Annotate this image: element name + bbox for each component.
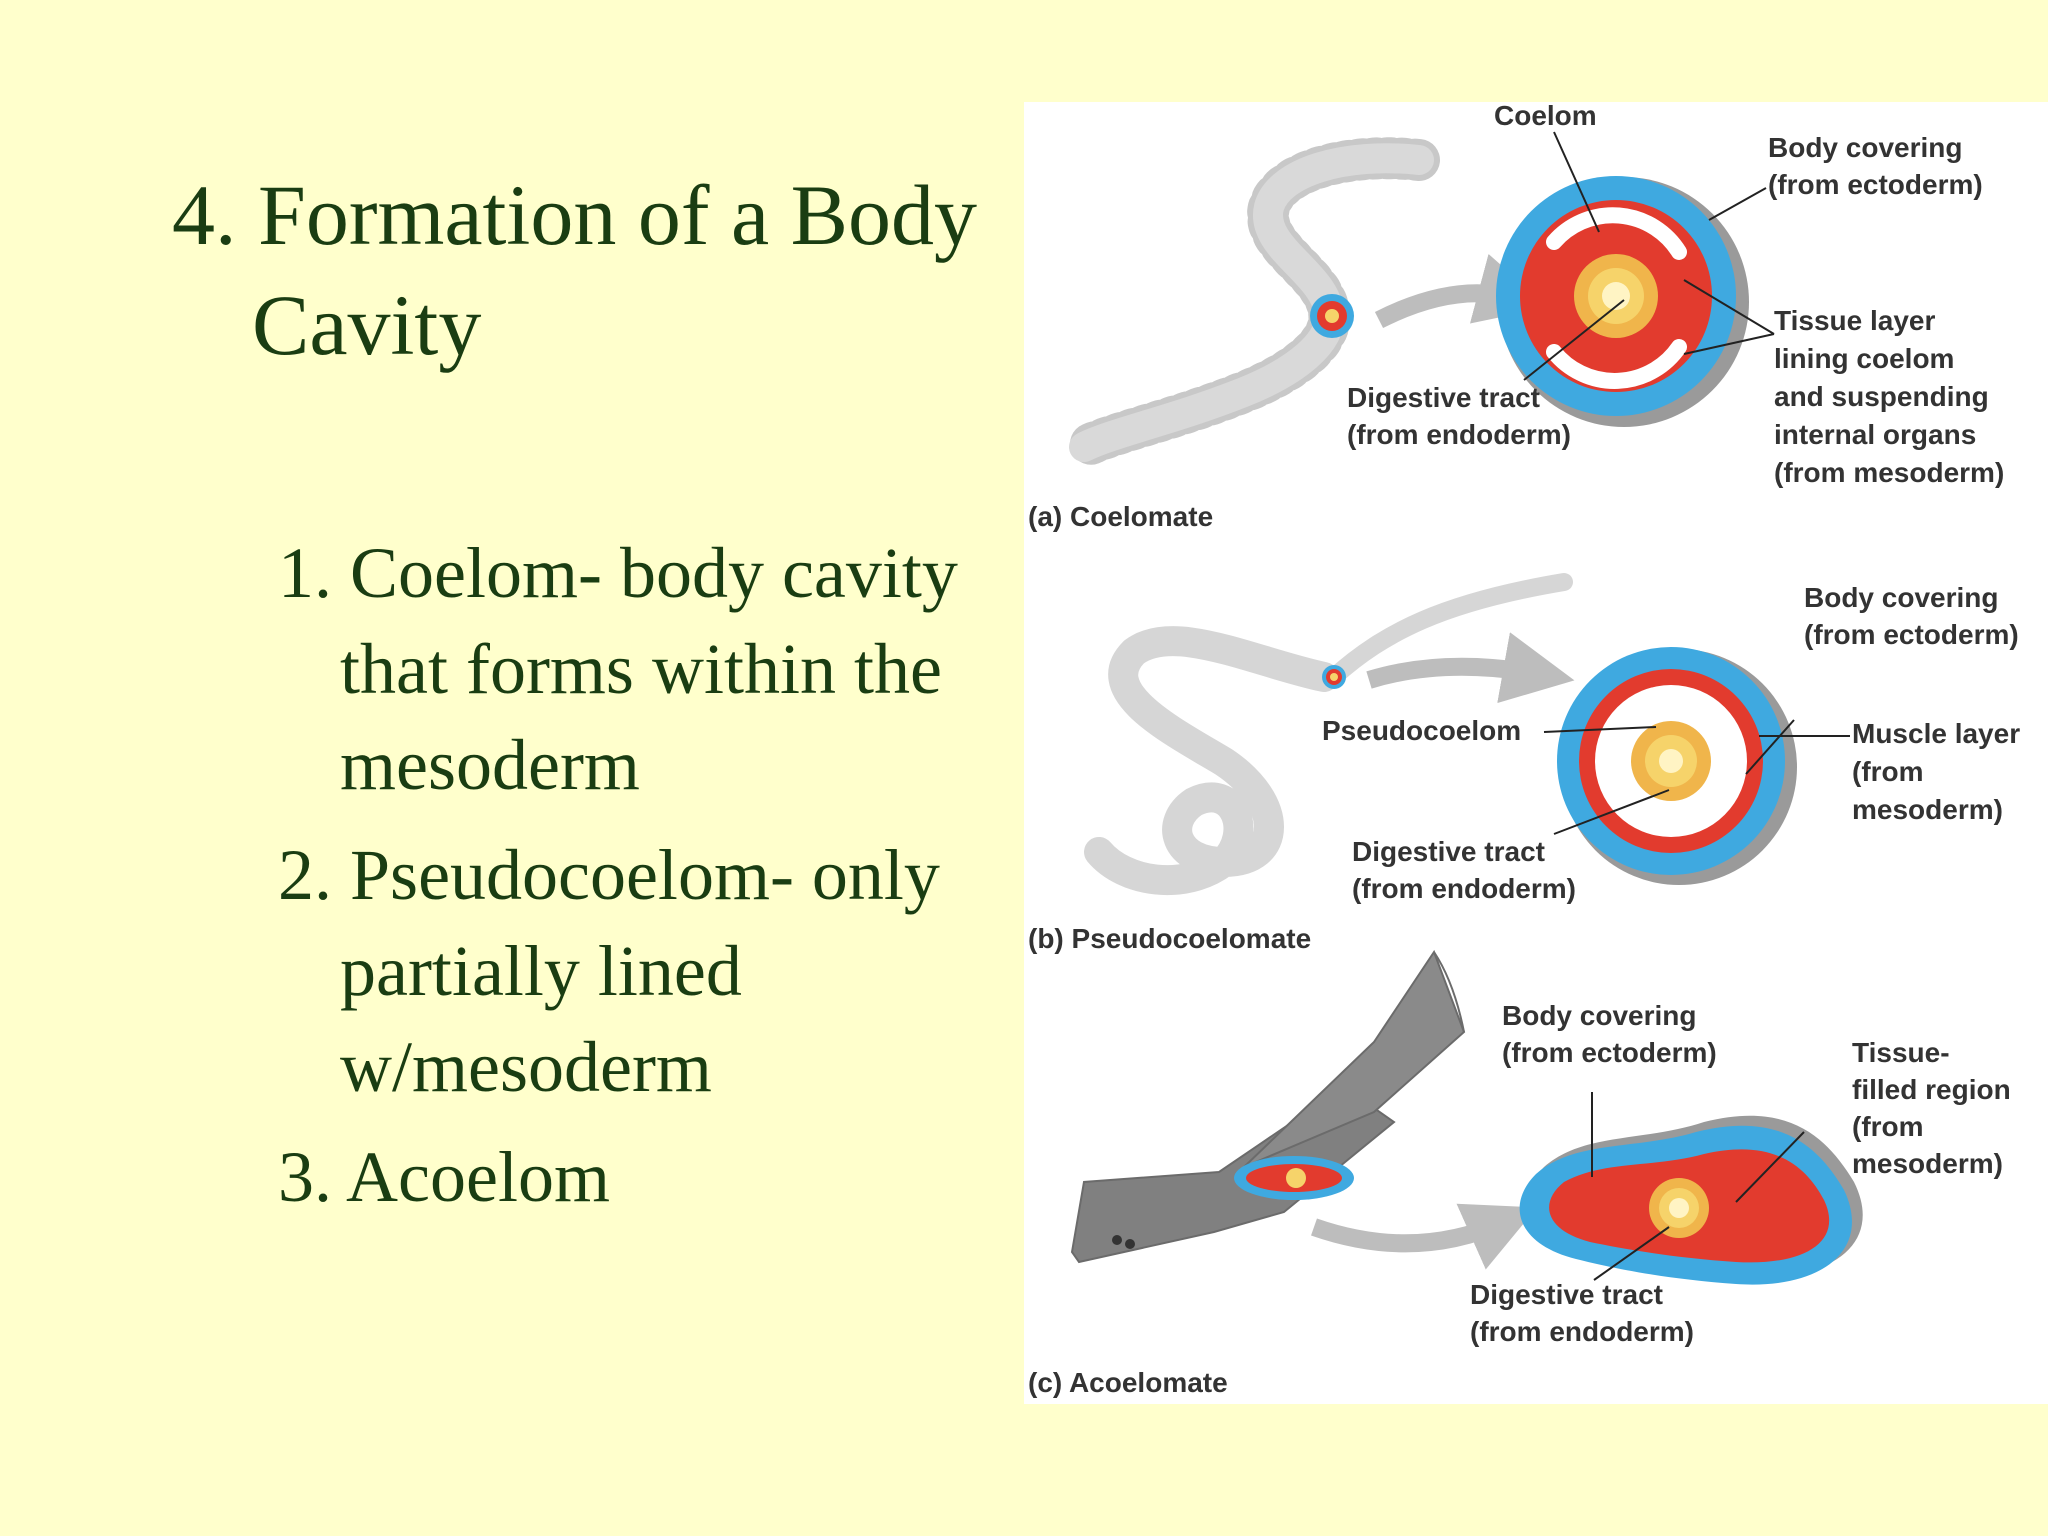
label-tissue-filled-region: filled region <box>1852 1074 2011 1105</box>
label-muscle-layer: (from <box>1852 756 1924 787</box>
label-digestive-tract: (from endoderm) <box>1347 419 1571 450</box>
bullet-text: partially lined <box>340 931 742 1011</box>
coelomate-panel: Coelom Body covering (from ectoderm) Dig… <box>1028 102 2004 532</box>
bullet-text: mesoderm <box>340 725 640 805</box>
coelomate-cross-section <box>1496 176 1749 427</box>
label-digestive-tract: (from endoderm) <box>1470 1316 1694 1347</box>
caption-coelomate: (a) Coelomate <box>1028 501 1213 532</box>
label-body-covering: (from ectoderm) <box>1502 1037 1717 1068</box>
bullet-list: 1. Coelom- body cavity that forms within… <box>278 525 1058 1239</box>
list-item: 1. Coelom- body cavity that forms within… <box>278 525 1058 813</box>
label-tissue-layer: and suspending <box>1774 381 1989 412</box>
bullet-text: 2. Pseudocoelom- only <box>278 835 940 915</box>
label-body-covering: Body covering <box>1768 132 1962 163</box>
acoelomate-panel: Body covering (from ectoderm) Tissue- fi… <box>1028 949 2011 1398</box>
acoelomate-cross-section <box>1519 1115 1863 1285</box>
arrow-icon <box>1311 1203 1537 1270</box>
label-body-covering: Body covering <box>1804 582 1998 613</box>
caption-acoelomate: (c) Acoelomate <box>1028 1367 1228 1398</box>
body-cavity-figure: Coelom Body covering (from ectoderm) Dig… <box>1024 102 2048 1404</box>
label-digestive-tract: Digestive tract <box>1470 1279 1663 1310</box>
caption-pseudocoelomate: (b) Pseudocoelomate <box>1028 923 1311 954</box>
figure-svg: Coelom Body covering (from ectoderm) Dig… <box>1028 102 2020 1398</box>
list-item: 2. Pseudocoelom- only partially lined w/… <box>278 827 1058 1115</box>
label-body-covering: (from ectoderm) <box>1768 169 1983 200</box>
label-tissue-filled-region: (from <box>1852 1111 1924 1142</box>
list-item: 3. Acoelom <box>278 1129 1058 1225</box>
bullet-text: w/mesoderm <box>340 1027 712 1107</box>
label-tissue-layer: lining coelom <box>1774 343 1954 374</box>
label-muscle-layer: mesoderm) <box>1852 794 2003 825</box>
label-body-covering: Body covering <box>1502 1000 1696 1031</box>
label-tissue-layer: (from mesoderm) <box>1774 457 2004 488</box>
label-muscle-layer: Muscle layer <box>1852 718 2020 749</box>
label-body-covering: (from ectoderm) <box>1804 619 2019 650</box>
title-line-1: 4. Formation of a Body <box>172 167 977 263</box>
label-digestive-tract: Digestive tract <box>1347 382 1540 413</box>
label-tissue-filled-region: mesoderm) <box>1852 1148 2003 1179</box>
roundworm-illustration <box>1084 626 1339 896</box>
label-coelom: Coelom <box>1494 102 1597 131</box>
bullet-text: that forms within the <box>340 629 942 709</box>
label-digestive-tract: Digestive tract <box>1352 836 1545 867</box>
label-digestive-tract: (from endoderm) <box>1352 873 1576 904</box>
label-tissue-filled-region: Tissue- <box>1852 1037 1950 1068</box>
label-pseudocoelom: Pseudocoelom <box>1322 715 1521 746</box>
pseudocoelomate-panel: Body covering (from ectoderm) Pseudocoel… <box>1028 573 2020 954</box>
bullet-text: 1. Coelom- body cavity <box>278 533 958 613</box>
slide-title: 4. Formation of a Body Cavity <box>172 160 1052 380</box>
pseudocoelomate-cross-section <box>1557 647 1797 885</box>
bullet-text: 3. Acoelom <box>278 1137 610 1217</box>
label-tissue-layer: internal organs <box>1774 419 1976 450</box>
label-tissue-layer: Tissue layer <box>1774 305 1935 336</box>
arrow-icon <box>1366 632 1575 704</box>
arrow-icon <box>1374 253 1549 329</box>
title-line-2: Cavity <box>252 277 482 373</box>
